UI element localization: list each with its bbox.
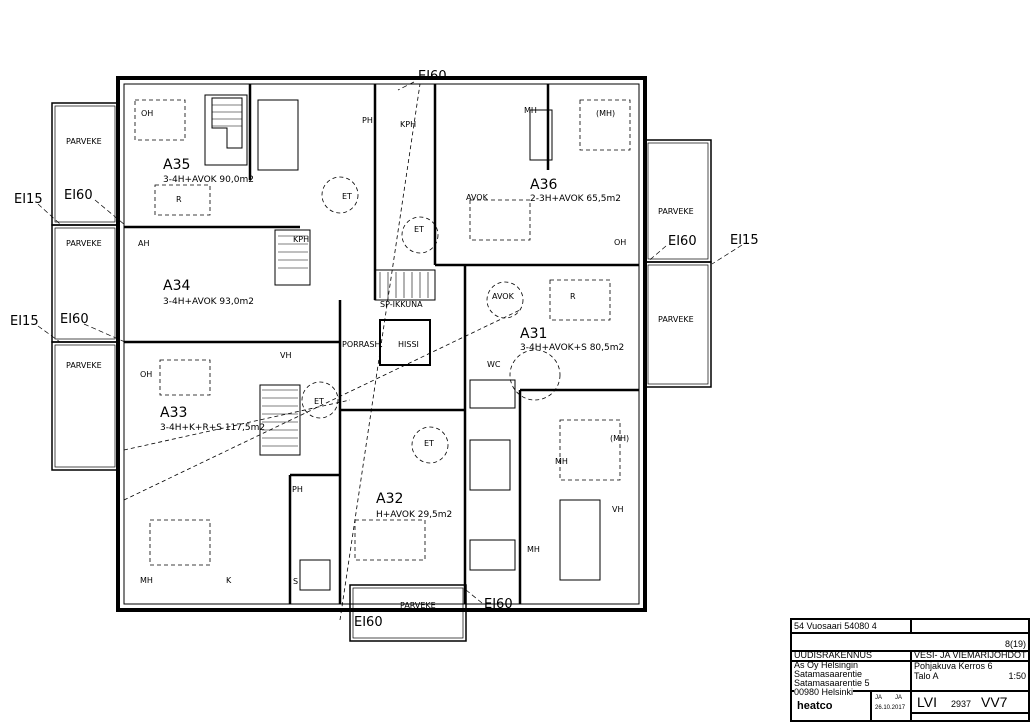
fire-class-label: EI60 — [668, 234, 697, 249]
apartment-desc: H+AVOK 29,5m2 — [376, 510, 453, 520]
apartment-id: A36 — [530, 177, 558, 193]
room-label: VH — [612, 505, 624, 514]
room-label: MH — [524, 106, 537, 115]
room-label: PH — [362, 116, 373, 125]
checker: JA — [895, 695, 903, 701]
client-line: 00980 Helsinki — [794, 687, 854, 698]
room-label: AH — [138, 239, 150, 248]
room-label: R — [176, 195, 182, 204]
room-label: ET — [314, 397, 324, 406]
fire-class-label: EI60 — [60, 312, 89, 327]
balcony-bottom — [349, 584, 467, 642]
fire-class-label: EI60 — [484, 597, 513, 612]
apartment-id: A32 — [376, 491, 404, 507]
balcony-label: PARVEKE — [658, 315, 694, 324]
fire-class-label: EI15 — [10, 314, 39, 329]
client-line: Satamasaarentie 5 — [794, 678, 870, 688]
room-label: MH — [140, 576, 153, 585]
room-label: OH — [614, 238, 627, 247]
room-label: ET — [424, 439, 434, 448]
drawing-number: 2937 — [951, 699, 972, 709]
scale: 1:50 — [1008, 671, 1026, 681]
balcony-left-3 — [51, 341, 119, 471]
balcony-label: PARVEKE — [66, 361, 102, 370]
drawing-content: Pohjakuva Kerros 6 — [914, 661, 993, 671]
balcony-label: PARVEKE — [66, 239, 102, 248]
balcony-left-1 — [51, 102, 119, 226]
room-label: OH — [141, 109, 154, 118]
designer: JA — [875, 695, 883, 701]
apartment-id: A34 — [163, 278, 191, 294]
room-label: (MH) — [596, 109, 616, 118]
room-label: R — [570, 292, 576, 301]
room-label: S — [293, 577, 299, 586]
company-logo: heatco — [797, 700, 833, 712]
room-label: PORRASH. — [342, 340, 383, 349]
balcony-right-2 — [644, 261, 712, 388]
room-label: WC — [487, 360, 501, 369]
apartment-desc: 3-4H+AVOK 93,0m2 — [163, 297, 254, 307]
apartment-id: A35 — [163, 157, 191, 173]
client-line: As Oy Helsingin — [794, 660, 859, 670]
apartment-desc: 3-4H+AVOK+S 80,5m2 — [520, 343, 625, 353]
room-label: K — [226, 576, 232, 585]
drawing-title: VESI- JA VIEMÄRIJOHDOT — [914, 650, 1027, 660]
fire-class-label: EI60 — [418, 69, 447, 84]
project-number: 54 Vuosaari 54080 4 — [794, 621, 877, 631]
room-label: OH — [140, 370, 153, 379]
client-line: Satamasaarentie — [794, 669, 863, 679]
room-label: ET — [414, 225, 424, 234]
sheet-number: 8(19) — [1004, 639, 1026, 649]
room-label: MH — [527, 545, 540, 554]
balcony-label: PARVEKE — [400, 601, 436, 610]
title-block: 54 Vuosaari 54080 4 UUDISRAKENNUS As Oy … — [790, 618, 1030, 722]
room-label: HISSI — [398, 340, 419, 349]
drawing-code: VV7 — [981, 694, 1008, 710]
fire-class-label: EI60 — [354, 615, 383, 630]
room-label: KPH — [293, 235, 310, 244]
outer-wall-inner — [123, 83, 640, 605]
room-label: (MH) — [610, 434, 630, 443]
fire-class-label: EI15 — [730, 233, 759, 248]
project-type: UUDISRAKENNUS — [794, 650, 873, 660]
room-label: AVOK — [466, 193, 488, 202]
room-label: KPH — [400, 120, 417, 129]
room-label: SP-IKKUNA — [380, 300, 423, 309]
apartment-desc: 3-4H+K+R+S 117,5m2 — [160, 423, 266, 433]
date: 26.10.2017 — [875, 705, 906, 711]
apartment-desc: 3-4H+AVOK 90,0m2 — [163, 175, 254, 185]
discipline: LVI — [917, 694, 937, 710]
apartment-id: A33 — [160, 405, 188, 421]
fire-class-label: EI15 — [14, 192, 43, 207]
room-label: ET — [342, 192, 352, 201]
room-label: VH — [280, 351, 292, 360]
room-label: PH — [292, 485, 303, 494]
room-label: AVOK — [492, 292, 514, 301]
balcony-label: PARVEKE — [658, 207, 694, 216]
apartment-desc: 2-3H+AVOK 65,5m2 — [530, 194, 621, 204]
drawing-content: Talo A — [914, 671, 939, 681]
room-label: MH — [555, 457, 568, 466]
apartment-id: A31 — [520, 326, 548, 342]
fire-class-label: EI60 — [64, 188, 93, 203]
balcony-label: PARVEKE — [66, 137, 102, 146]
